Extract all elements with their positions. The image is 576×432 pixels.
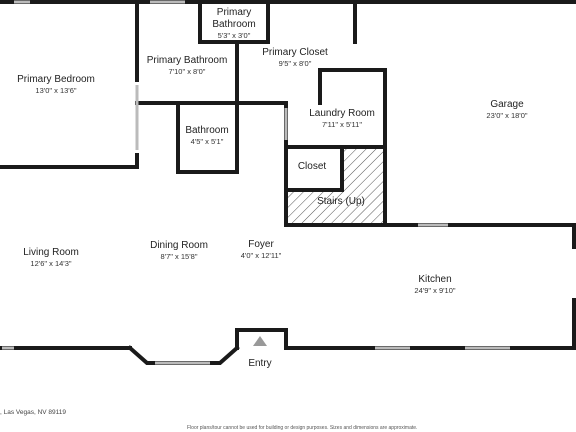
room-name: Garage — [490, 99, 524, 110]
room-name: Foyer — [248, 239, 274, 250]
room-primary-bathroom-small: Primary Bathroom 5'3" x 3'0" — [212, 7, 255, 41]
entry-arrow-icon — [253, 336, 267, 346]
room-foyer: Foyer 4'0" x 12'11" — [241, 239, 282, 261]
walls — [0, 0, 576, 365]
room-dims: 9'5" x 8'0" — [278, 59, 312, 68]
room-living-room: Living Room 12'6" x 14'3" — [23, 247, 79, 269]
room-name: Dining Room — [150, 240, 208, 251]
room-name: Stairs (Up) — [317, 196, 365, 207]
room-name: Living Room — [23, 247, 79, 258]
room-dims: 8'7" x 15'8" — [160, 252, 198, 261]
address-text: , Las Vegas, NV 89119 — [0, 409, 67, 416]
stairs-area — [286, 147, 384, 223]
room-stairs: Stairs (Up) — [317, 196, 365, 208]
room-dims: 23'0" x 18'0" — [486, 111, 528, 120]
room-dims: 24'9" x 9'10" — [414, 286, 456, 295]
room-dims: 7'11" x 5'11" — [321, 120, 363, 129]
room-dims: 4'5" x 5'1" — [190, 137, 224, 146]
room-name: Bathroom — [212, 19, 256, 30]
room-dims: 13'0" x 13'6" — [35, 86, 77, 95]
room-name: Kitchen — [418, 274, 452, 285]
room-kitchen: Kitchen 24'9" x 9'10" — [414, 274, 455, 296]
room-primary-bedroom: Primary Bedroom 13'0" x 13'6" — [17, 74, 95, 96]
room-dims: 7'10" x 8'0" — [168, 67, 206, 76]
entry-label: Entry — [248, 358, 272, 369]
room-dims: 5'3" x 3'0" — [217, 31, 251, 40]
room-primary-bathroom: Primary Bathroom 7'10" x 8'0" — [147, 55, 228, 77]
room-closet: Closet — [298, 161, 326, 173]
room-name: Primary Bathroom — [146, 55, 228, 66]
room-bathroom: Bathroom 4'5" x 5'1" — [185, 125, 228, 147]
room-name: Bathroom — [185, 125, 229, 136]
room-name: Closet — [297, 161, 327, 172]
room-primary-closet: Primary Closet 9'5" x 8'0" — [262, 47, 328, 69]
room-name: Primary Closet — [262, 47, 328, 58]
room-name: Primary Bedroom — [17, 74, 95, 85]
room-dims: 12'6" x 14'3" — [30, 259, 72, 268]
room-laundry-room: Laundry Room 7'11" x 5'11" — [309, 108, 375, 130]
room-name: Laundry Room — [309, 108, 375, 119]
room-dims: 4'0" x 12'11" — [240, 251, 282, 260]
disclaimer-text: Floor plans/tour cannot be used for buil… — [187, 425, 418, 431]
room-dining-room: Dining Room 8'7" x 15'8" — [150, 240, 208, 262]
room-name: Primary — [216, 7, 252, 18]
room-garage: Garage 23'0" x 18'0" — [486, 99, 527, 121]
windows — [2, 0, 510, 365]
